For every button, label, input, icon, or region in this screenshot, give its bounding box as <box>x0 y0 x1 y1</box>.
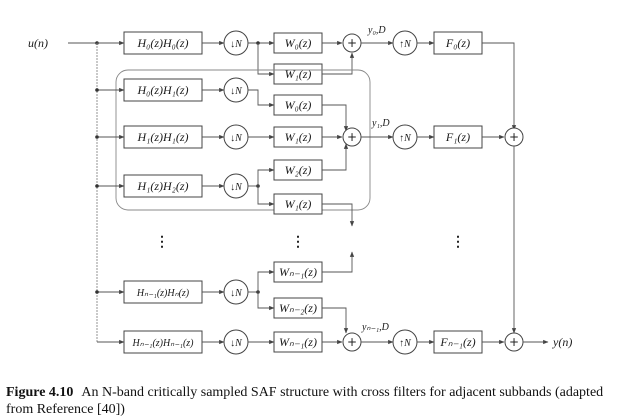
interpolator-label: ↑N <box>399 39 412 50</box>
adjacent-band-group <box>115 69 371 211</box>
analysis-filter-label: H₁(z)H₁(z) <box>137 130 189 144</box>
decimator-label: ↓N <box>230 39 243 50</box>
weight-filter-label: W₀(z) <box>285 98 312 112</box>
weight-filter-label: W₁(z) <box>285 130 312 144</box>
cross-path <box>257 186 275 207</box>
synthesis-filter-label: F₁(z) <box>445 130 470 144</box>
weight-filter-label: Wₙ₋₁(z) <box>279 265 317 279</box>
sum-symbol: + <box>347 335 357 349</box>
caption-text: An N-band critically sampled SAF structu… <box>6 385 604 417</box>
decimator-label: ↓N <box>230 338 243 349</box>
branch-node <box>95 290 99 294</box>
interpolator-label: ↑N <box>399 133 412 144</box>
input-signal-label: u(n) <box>28 36 48 50</box>
synthesis-filter-label: F₀(z) <box>445 36 470 50</box>
figure-number: Figure 4.10 <box>6 385 74 400</box>
interpolator-label: ↑N <box>399 338 412 349</box>
signal-label-y0: y₀,D <box>367 25 386 36</box>
decimator-label: ↓N <box>230 133 243 144</box>
weight-filter-label: W₁(z) <box>285 67 312 81</box>
connector <box>322 307 349 334</box>
output-path <box>482 42 517 131</box>
sum-symbol: + <box>347 130 357 144</box>
connector <box>322 52 355 75</box>
connector <box>248 89 275 108</box>
sum-symbol: + <box>347 36 357 50</box>
branch-node <box>95 88 99 92</box>
cross-path <box>257 269 275 292</box>
saf-structure-diagram: u(n) H₀(z)H₀(z) ↓N W₀(z) + y₀,D ↑N F₀(z)… <box>28 25 572 355</box>
branch-node <box>95 135 99 139</box>
connector <box>322 251 355 273</box>
analysis-filter-label: Hₙ₋₁(z)Hₙ(z) <box>136 288 190 299</box>
signal-label-y1: y₁,D <box>371 118 390 129</box>
signal-label-yn: yₙ₋₁,D <box>361 322 390 333</box>
weight-filter-label: W₂(z) <box>285 163 312 177</box>
connector <box>322 143 349 171</box>
decimator-label: ↓N <box>230 182 243 193</box>
weight-filter-label: W₀(z) <box>285 36 312 50</box>
decimator-label: ↓N <box>230 288 243 299</box>
weight-filter-label: W₁(z) <box>285 197 312 211</box>
weight-filter-label: Wₙ₋₁(z) <box>279 335 317 349</box>
cross-path <box>257 167 275 186</box>
cross-path <box>257 292 275 311</box>
cross-path <box>257 43 275 77</box>
sum-symbol: + <box>509 335 519 349</box>
vertical-ellipsis: ⋮ <box>155 235 169 250</box>
analysis-filter-label: H₁(z)H₂(z) <box>137 179 189 193</box>
weight-filter-label: Wₙ₋₂(z) <box>279 301 317 315</box>
branch-node <box>95 184 99 188</box>
decimator-label: ↓N <box>230 86 243 97</box>
sum-symbol: + <box>509 130 519 144</box>
synthesis-filter-label: Fₙ₋₁(z) <box>439 335 475 349</box>
vertical-ellipsis: ⋮ <box>451 235 465 250</box>
output-signal-label: y(n) <box>552 335 572 349</box>
vertical-ellipsis: ⋮ <box>291 235 305 250</box>
analysis-filter-label: Hₙ₋₁(z)Hₙ₋₁(z) <box>131 338 194 349</box>
connector <box>322 203 355 227</box>
connector <box>322 104 349 132</box>
analysis-filter-label: H₀(z)H₀(z) <box>137 36 189 50</box>
analysis-filter-label: H₀(z)H₁(z) <box>137 83 189 97</box>
